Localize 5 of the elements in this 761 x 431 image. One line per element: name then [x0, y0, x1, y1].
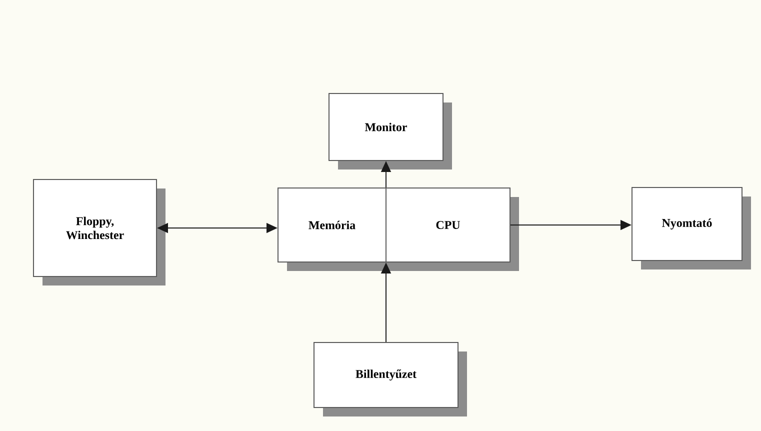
process-box: Monitor	[328, 93, 452, 170]
process-box: Billentyűzet	[314, 342, 467, 416]
process-box: Floppy, Winchester	[33, 179, 166, 286]
process-box: Memória CPU	[278, 188, 519, 271]
process-box: Nyomtató	[632, 187, 751, 270]
